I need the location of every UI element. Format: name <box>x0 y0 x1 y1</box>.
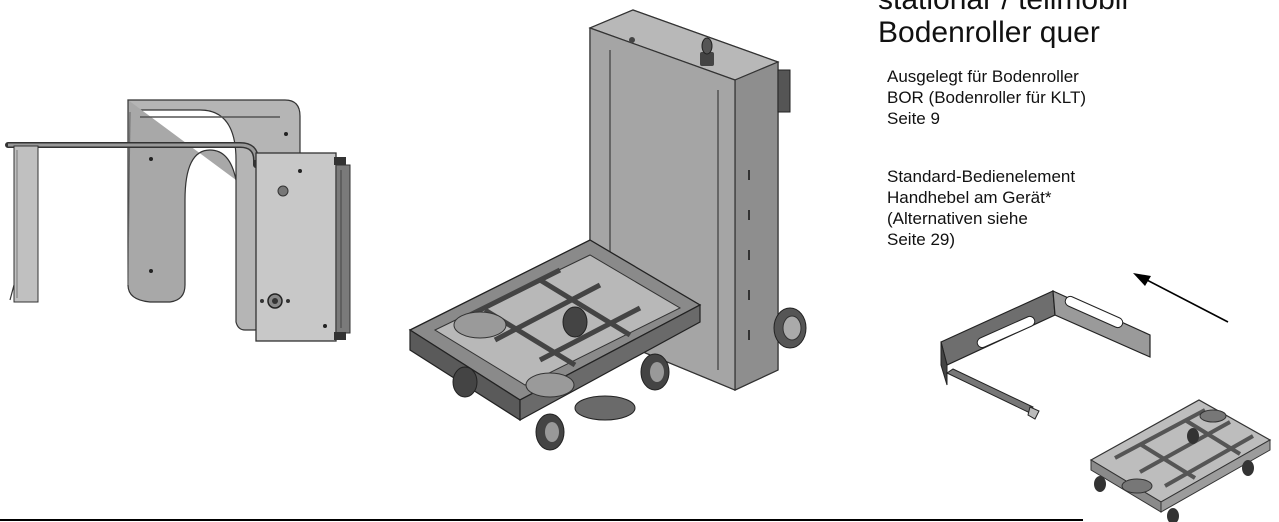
note-compatibility: Ausgelegt für Bodenroller BOR (Bodenroll… <box>887 66 1086 129</box>
pointer-arrow <box>1133 273 1229 323</box>
floor-roller-drawing <box>1089 399 1272 522</box>
heading-line-1: stationär / teilmobil <box>878 0 1128 17</box>
side-view-drawing <box>5 99 351 342</box>
isometric-view-drawing <box>408 9 807 451</box>
note-compatibility-line-3: Seite 9 <box>887 109 940 128</box>
note-control-line-2: Handhebel am Gerät* <box>887 188 1052 207</box>
note-control-element: Standard-Bedienelement Handhebel am Gerä… <box>887 166 1075 250</box>
note-compatibility-line-1: Ausgelegt für Bodenroller <box>887 67 1079 86</box>
note-control-line-1: Standard-Bedienelement <box>887 167 1076 186</box>
note-compatibility-line-2: BOR (Bodenroller für KLT) <box>887 88 1087 107</box>
bottom-divider-rule <box>0 519 1083 521</box>
note-control-line-4: Seite 29) <box>887 230 956 249</box>
note-control-line-3: (Alternativen siehe <box>887 209 1028 228</box>
heading-line-2: Bodenroller quer <box>878 16 1100 49</box>
adapter-bracket-drawing <box>940 290 1151 420</box>
